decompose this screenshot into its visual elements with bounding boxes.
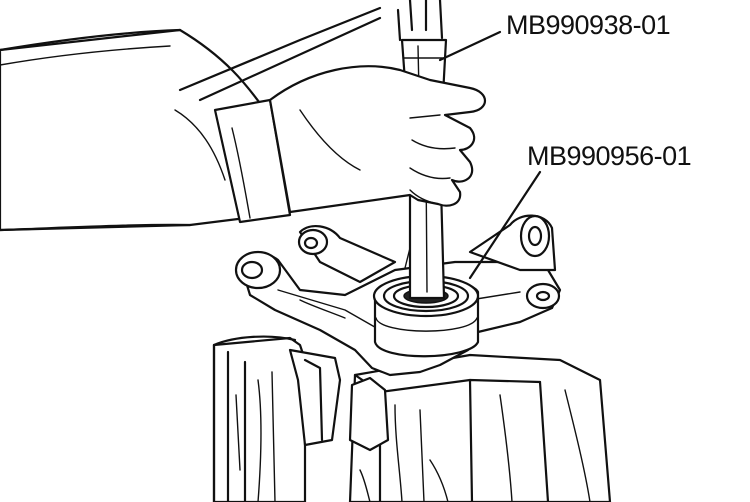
bench-vise [212,335,612,502]
leader-line-tool-1 [438,30,502,62]
callout-label-tool-1: MB990938-01 [506,10,671,40]
callout-label-tool-2: MB990956-01 [527,141,692,171]
hand-and-arm [0,6,487,232]
leader-line-tool-2 [468,170,542,280]
hub-bearing [372,274,480,358]
